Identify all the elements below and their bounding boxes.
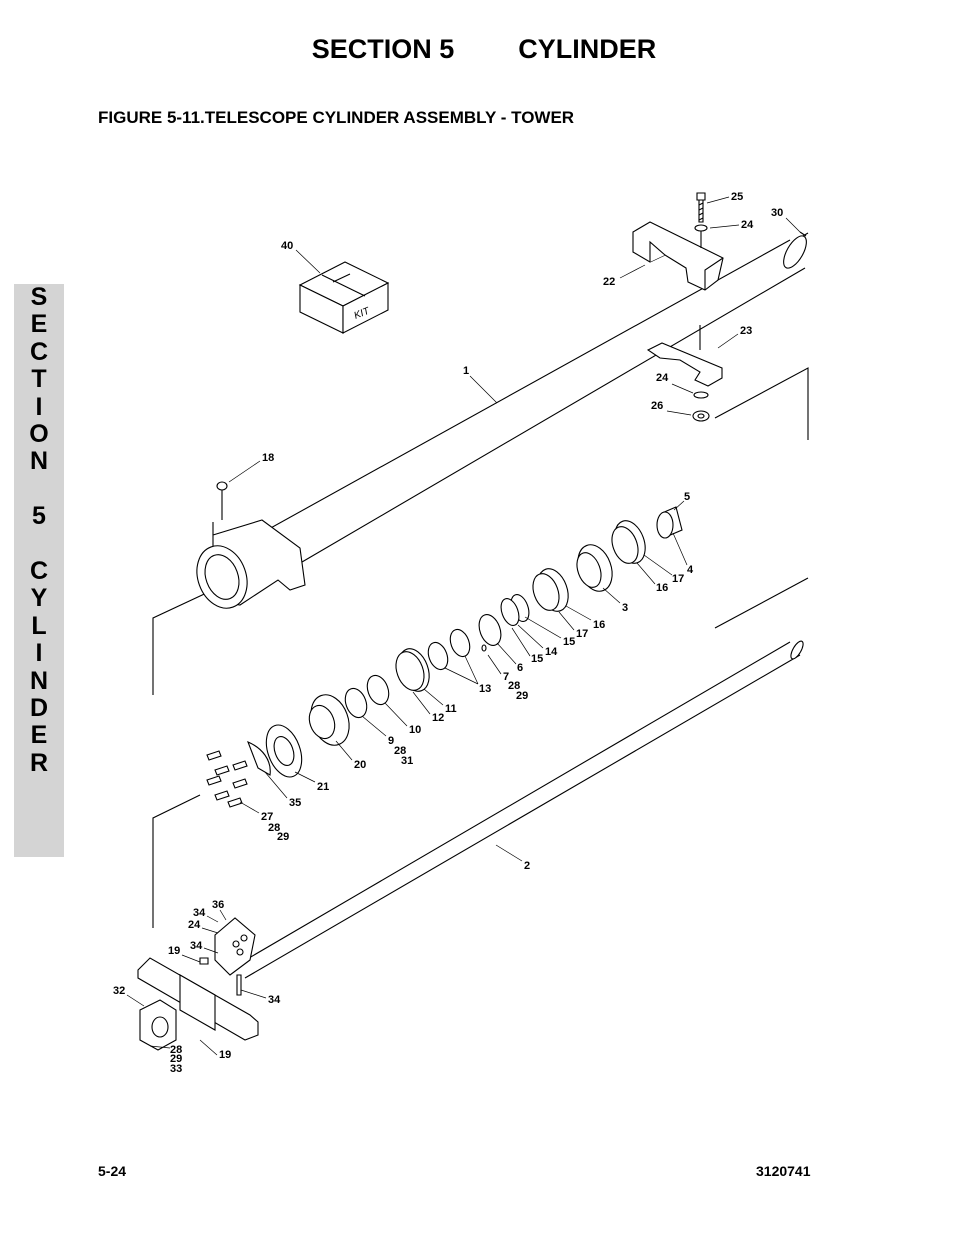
sidetab-letter: S	[30, 283, 48, 311]
callout-label: 35	[289, 797, 301, 809]
callout-label: 40	[281, 240, 293, 252]
callout-label: 4	[687, 564, 694, 576]
callout-label: 10	[409, 724, 421, 736]
callout-label: 16	[593, 619, 605, 631]
cylinder-rod	[236, 640, 804, 979]
barrel-head-end	[196, 481, 306, 609]
page-number: 5-24	[98, 1163, 127, 1179]
capscrew-25	[694, 192, 708, 248]
rod-end-block	[137, 917, 259, 1051]
cylinder-head	[247, 694, 350, 778]
section-title: CYLINDER	[518, 34, 657, 64]
callout-label: 29	[170, 1053, 182, 1065]
callout-label: 11	[445, 703, 457, 715]
callout-label: 12	[432, 712, 444, 724]
callout-label: 19	[219, 1049, 231, 1061]
callout-label: 25	[731, 191, 743, 203]
callout-label: 26	[651, 400, 663, 412]
callout-label: 36	[212, 899, 224, 911]
callout-label: 21	[317, 781, 329, 793]
sidetab-letter: E	[30, 721, 48, 750]
callout-label: 6	[517, 662, 523, 674]
callout-label: 15	[563, 636, 575, 648]
document-number: 3120741	[756, 1163, 811, 1179]
callout-label: 7	[503, 671, 509, 683]
head-bolts	[206, 750, 248, 808]
callout-label: 2	[524, 860, 530, 872]
callout-label: 24	[741, 219, 754, 231]
callout-label: 28	[170, 1044, 182, 1056]
sidetab-letter: T	[31, 365, 47, 394]
sidetab-letter: Y	[30, 584, 48, 613]
callout-label: 24	[188, 919, 201, 931]
callout-label: 13	[479, 683, 491, 695]
sidetab-letter: E	[30, 310, 48, 339]
section-number: SECTION 5	[311, 34, 455, 64]
callout-labels: 25 24 30 40 22 23 1 24 26 18 5 4 17 16 3…	[113, 191, 801, 1075]
cylinder-barrel	[212, 231, 809, 601]
page-header: SECTION 5 CYLINDER	[0, 34, 954, 65]
callout-label: 17	[576, 628, 588, 640]
callout-label: 24	[656, 372, 669, 384]
sidetab-letter: N	[29, 447, 49, 476]
sidetab-letter: I	[35, 639, 43, 668]
callout-label: 29	[516, 690, 528, 702]
callout-label: 17	[672, 573, 684, 585]
callout-label: 28	[268, 822, 280, 834]
sidetab-letter: C	[29, 557, 49, 586]
callout-label: 19	[168, 945, 180, 957]
callout-label: 20	[354, 759, 366, 771]
callout-label: 1	[463, 365, 469, 377]
sidetab-letter: R	[29, 748, 49, 777]
callout-label: 5	[684, 491, 690, 503]
seal-kit-parts	[344, 506, 683, 719]
break-lines	[152, 367, 809, 928]
sidetab-letter: 5	[32, 502, 46, 531]
callout-label: 3	[622, 602, 628, 614]
callout-label: 28	[508, 680, 520, 692]
section-side-tab: S E C T I O N 5 C Y L I N D E R	[14, 283, 64, 857]
kit-box-illustration: KIT	[298, 261, 390, 334]
callout-label: 29	[277, 831, 289, 843]
callout-label: 33	[170, 1063, 182, 1075]
callout-label: 16	[656, 582, 668, 594]
callout-label: 32	[113, 985, 125, 997]
callout-label: 23	[740, 325, 752, 337]
sidetab-letter: O	[29, 420, 49, 449]
callout-label: 18	[262, 452, 274, 464]
sidetab-letter: D	[29, 694, 49, 723]
callout-label: 14	[545, 646, 558, 658]
callout-label: 22	[603, 276, 615, 288]
sidetab-letter: N	[29, 666, 49, 695]
sidetab-letter: L	[31, 611, 47, 640]
callout-label: 28	[394, 745, 406, 757]
trunnion-block-upper	[632, 221, 724, 291]
callout-label: 34	[268, 994, 281, 1006]
trunnion-block-lower	[646, 325, 723, 422]
callout-label: 27	[261, 811, 273, 823]
sidetab-letter: I	[35, 392, 43, 421]
figure-title: FIGURE 5-11.TELESCOPE CYLINDER ASSEMBLY …	[98, 108, 575, 127]
callout-label: 31	[401, 755, 413, 767]
callout-label: 9	[388, 735, 394, 747]
callout-label: 15	[531, 653, 543, 665]
callout-label: 34	[190, 940, 203, 952]
callout-label: 34	[193, 907, 206, 919]
callout-label: 30	[771, 207, 783, 219]
sidetab-letter: C	[29, 337, 49, 366]
